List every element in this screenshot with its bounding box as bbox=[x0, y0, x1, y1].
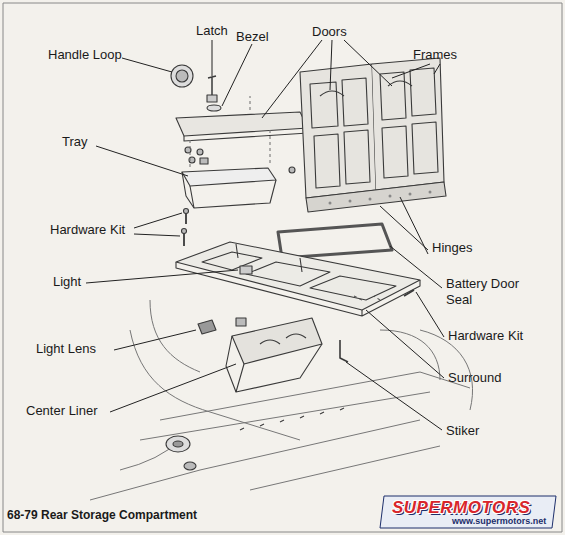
part-label: Frames bbox=[413, 47, 457, 63]
part-label: Doors bbox=[312, 24, 347, 40]
watermark: SUPERMOTORS bbox=[392, 497, 530, 518]
part-label: Stiker bbox=[446, 423, 479, 439]
part-label: Battery Door Seal bbox=[446, 276, 524, 309]
part-label: Hardware Kit bbox=[448, 328, 523, 344]
part-label: Surround bbox=[448, 370, 501, 386]
part-label: Center Liner bbox=[26, 403, 98, 419]
part-label: Hardware Kit bbox=[50, 222, 125, 238]
part-label: Hinges bbox=[432, 240, 472, 256]
watermark-url: www.supermotors.net bbox=[452, 516, 546, 527]
part-label: Light bbox=[53, 274, 81, 290]
part-label: Latch bbox=[196, 23, 228, 39]
caption: 68-79 Rear Storage Compartment bbox=[7, 508, 197, 522]
part-label: Light Lens bbox=[36, 341, 96, 357]
part-label: Handle Loop bbox=[48, 47, 122, 63]
part-label: Tray bbox=[62, 134, 88, 150]
part-label: Bezel bbox=[236, 29, 269, 45]
